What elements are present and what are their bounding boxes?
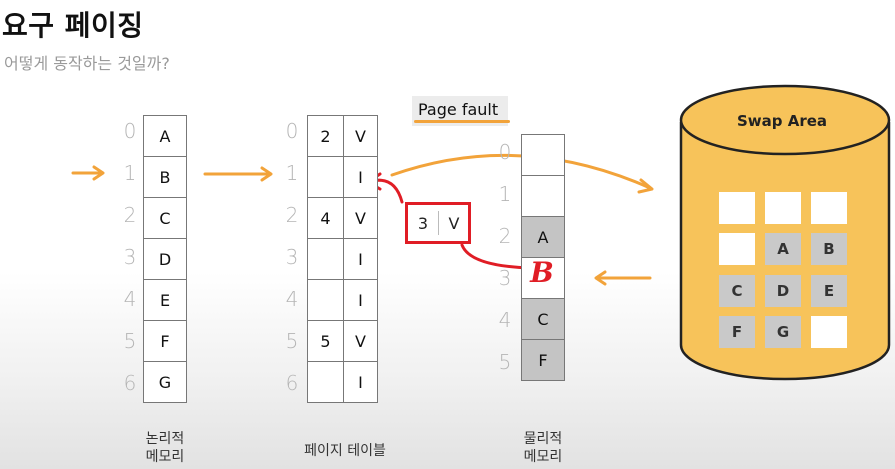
- caption-line: 물리적: [523, 431, 563, 447]
- new-entry-bit: V: [448, 213, 460, 233]
- swap-slot: A: [765, 233, 801, 265]
- arrow-swap-to-physical-memory: [594, 270, 652, 286]
- caption-line: 메모리: [523, 449, 563, 465]
- physical-memory-cell: [521, 134, 565, 176]
- page-table-caption: 페이지 테이블: [304, 443, 386, 459]
- physical-memory-cell: [521, 175, 565, 217]
- page-table-bit: V: [343, 115, 378, 157]
- page-subtitle: 어떻게 동작하는 것일까?: [4, 54, 170, 73]
- physical-index: 5: [498, 350, 512, 374]
- page-title: 요구 페이징: [2, 9, 144, 42]
- physical-index: 3: [498, 266, 512, 290]
- new-page-table-entry: 3 V: [405, 202, 471, 244]
- page-table-bit: I: [343, 279, 378, 321]
- logical-memory-cell: D: [143, 238, 187, 280]
- swap-slot: D: [765, 275, 801, 307]
- logical-memory-cell: A: [143, 115, 187, 157]
- physical-index: 1: [498, 182, 512, 206]
- swap-slot: [719, 192, 755, 224]
- logical-memory-cell: F: [143, 320, 187, 362]
- page-table-bit: I: [343, 238, 378, 280]
- logical-index: 5: [123, 329, 137, 353]
- swap-slot: [765, 192, 801, 224]
- logical-index: 0: [123, 119, 137, 143]
- physical-memory-cell: C: [521, 298, 565, 340]
- page-table-index: 3: [285, 245, 299, 269]
- page-table-frame: [307, 279, 344, 321]
- swap-area-label: Swap Area: [736, 112, 828, 130]
- page-table-index: 1: [285, 161, 299, 185]
- physical-memory-caption: 물리적 메모리: [508, 430, 578, 466]
- page-table-index: 6: [285, 371, 299, 395]
- logical-index: 4: [123, 287, 137, 311]
- page-table-frame: 5: [307, 320, 344, 362]
- caption-line: 논리적: [145, 431, 185, 447]
- swap-slot: E: [811, 275, 847, 307]
- page-table-frame: [307, 361, 344, 403]
- logical-memory-cell: G: [143, 361, 187, 403]
- page-table-bit: V: [343, 197, 378, 239]
- logical-memory-cell: E: [143, 279, 187, 321]
- caption-line: 메모리: [145, 449, 185, 465]
- page-table-index: 5: [285, 329, 299, 353]
- page-table-frame: 2: [307, 115, 344, 157]
- arrow-page-table-to-swap: [390, 153, 654, 194]
- page-fault-underline: [414, 120, 510, 123]
- page-table-bit: V: [343, 320, 378, 362]
- logical-memory-caption: 논리적 메모리: [130, 430, 200, 466]
- entry-divider: [438, 211, 439, 235]
- page-table-bit: I: [343, 361, 378, 403]
- swap-slot: [811, 192, 847, 224]
- page-table-frame: [307, 238, 344, 280]
- logical-memory-cell: B: [143, 156, 187, 198]
- swap-slot: [719, 233, 755, 265]
- physical-index: 2: [498, 224, 512, 248]
- swap-slot: [811, 316, 847, 348]
- logical-memory-cell: C: [143, 197, 187, 239]
- swap-slot: G: [765, 316, 801, 348]
- logical-index: 6: [123, 371, 137, 395]
- page-table-index: 0: [285, 119, 299, 143]
- physical-memory-cell: A: [521, 216, 565, 258]
- arrow-into-logical-memory: [71, 165, 105, 181]
- page-table-index: 4: [285, 287, 299, 311]
- page-table-frame: 4: [307, 197, 344, 239]
- handwritten-letter: B: [530, 256, 554, 289]
- swap-slot: F: [719, 316, 755, 348]
- logical-index: 3: [123, 245, 137, 269]
- physical-index: 4: [498, 308, 512, 332]
- new-entry-frame: 3: [417, 213, 429, 233]
- swap-slot: B: [811, 233, 847, 265]
- logical-index: 1: [123, 161, 137, 185]
- page-table-bit: I: [343, 156, 378, 198]
- arrow-logical-to-page-table: [203, 166, 273, 182]
- page-table-index: 2: [285, 203, 299, 227]
- physical-memory-cell: F: [521, 339, 565, 381]
- page-table-frame: [307, 156, 344, 198]
- swap-slot: C: [719, 275, 755, 307]
- logical-index: 2: [123, 203, 137, 227]
- physical-index: 0: [498, 140, 512, 164]
